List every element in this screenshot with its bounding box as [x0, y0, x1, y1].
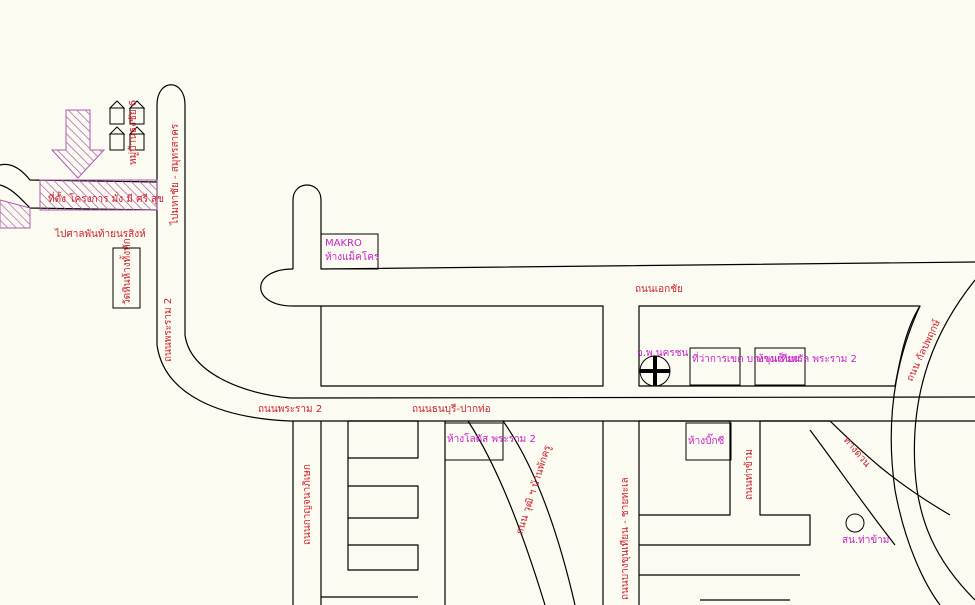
- project-site-west: [0, 199, 31, 229]
- label-rama2-vertical: ถนนพระราม 2: [163, 298, 174, 362]
- district-office-box: [689, 347, 741, 386]
- label-to-mahachai: ไปมหาชัย - สมุทรสาคร: [169, 123, 181, 226]
- label-thonburi-paktho: ถนนธนบุรี-ปากท่อ: [412, 403, 491, 415]
- makro-box: [320, 233, 379, 270]
- road-wutthakat-right: [502, 420, 576, 605]
- lotus-box: [444, 422, 504, 461]
- label-central: ห้างเซ็นทรัล พระราม 2: [757, 351, 857, 365]
- road-tha-kham-diag: [809, 420, 951, 546]
- road-wutthakat-left: [467, 420, 546, 605]
- label-to-phanthai: ไปศาลพันท้ายนรสิงห์: [54, 228, 146, 240]
- road-ekachai-north: [292, 184, 975, 270]
- label-makro-en: MAKRO: [325, 238, 362, 249]
- road-bangkhuntien: [602, 421, 640, 605]
- road-kanchana: [292, 421, 322, 605]
- road-phanthai-upper: [0, 163, 158, 183]
- block-e-shape: [347, 420, 419, 571]
- block-right-1: [639, 420, 830, 465]
- road-kanlapaphruek-outer: [913, 279, 975, 601]
- road-kanlapaphruek-inner: [890, 305, 941, 605]
- project-arrow-icon: [50, 109, 106, 179]
- label-police: จ.พ.นครชน: [637, 348, 688, 359]
- school-circle-icon: [845, 513, 865, 533]
- label-makro-th: ห้างแม็คโคร: [325, 249, 380, 263]
- label-bigc: ห้างบิ๊กซี: [688, 433, 724, 447]
- label-expressway: ทางด่วน: [841, 435, 873, 470]
- label-wat: วัดหินห้างทั้งหัก: [119, 238, 133, 305]
- wat-box: [112, 247, 141, 309]
- label-project-site: ที่ตั้ง โครงการ มั่ง มี ศรี สุข: [48, 191, 164, 205]
- label-lotus: ห้างโลตัส พระราม 2: [447, 432, 536, 445]
- police-station-icon: [639, 355, 671, 387]
- road-rama2-west-inner: [156, 105, 975, 422]
- label-district-office: ที่ว่าการเขต บางขุนเทียน: [692, 351, 800, 365]
- road-ekachai-south: [293, 305, 604, 387]
- label-village6: หมู่บ้านธงชัย 6: [127, 100, 139, 165]
- label-kanchana: ถนนกาญจนาภิเษก: [302, 464, 313, 545]
- road-bottom-right: [639, 574, 800, 601]
- label-bangkhuntien: ถนนบางขุนเทียน - ชายทะเล: [619, 477, 631, 600]
- road-ekachai-west-loop: [260, 268, 294, 307]
- label-rama2: ถนนพระราม 2: [258, 404, 322, 415]
- road-rama2-west-outer: [156, 84, 975, 399]
- label-school: สน.ท่าข้าม: [842, 534, 889, 546]
- label-tha-kham: ถนนท่าข้าม: [743, 449, 755, 500]
- houses-icon: [108, 100, 146, 151]
- block-right-2: [639, 465, 811, 546]
- central-box: [754, 347, 806, 386]
- road-ekachai-south2: [638, 305, 921, 387]
- label-wutthakat: ถนน วุฒิ ฯ บ้านพักครู: [513, 443, 553, 536]
- project-site: [39, 179, 158, 211]
- bigc-box: [685, 422, 732, 461]
- label-ekachai: ถนนเอกชัย: [635, 284, 683, 295]
